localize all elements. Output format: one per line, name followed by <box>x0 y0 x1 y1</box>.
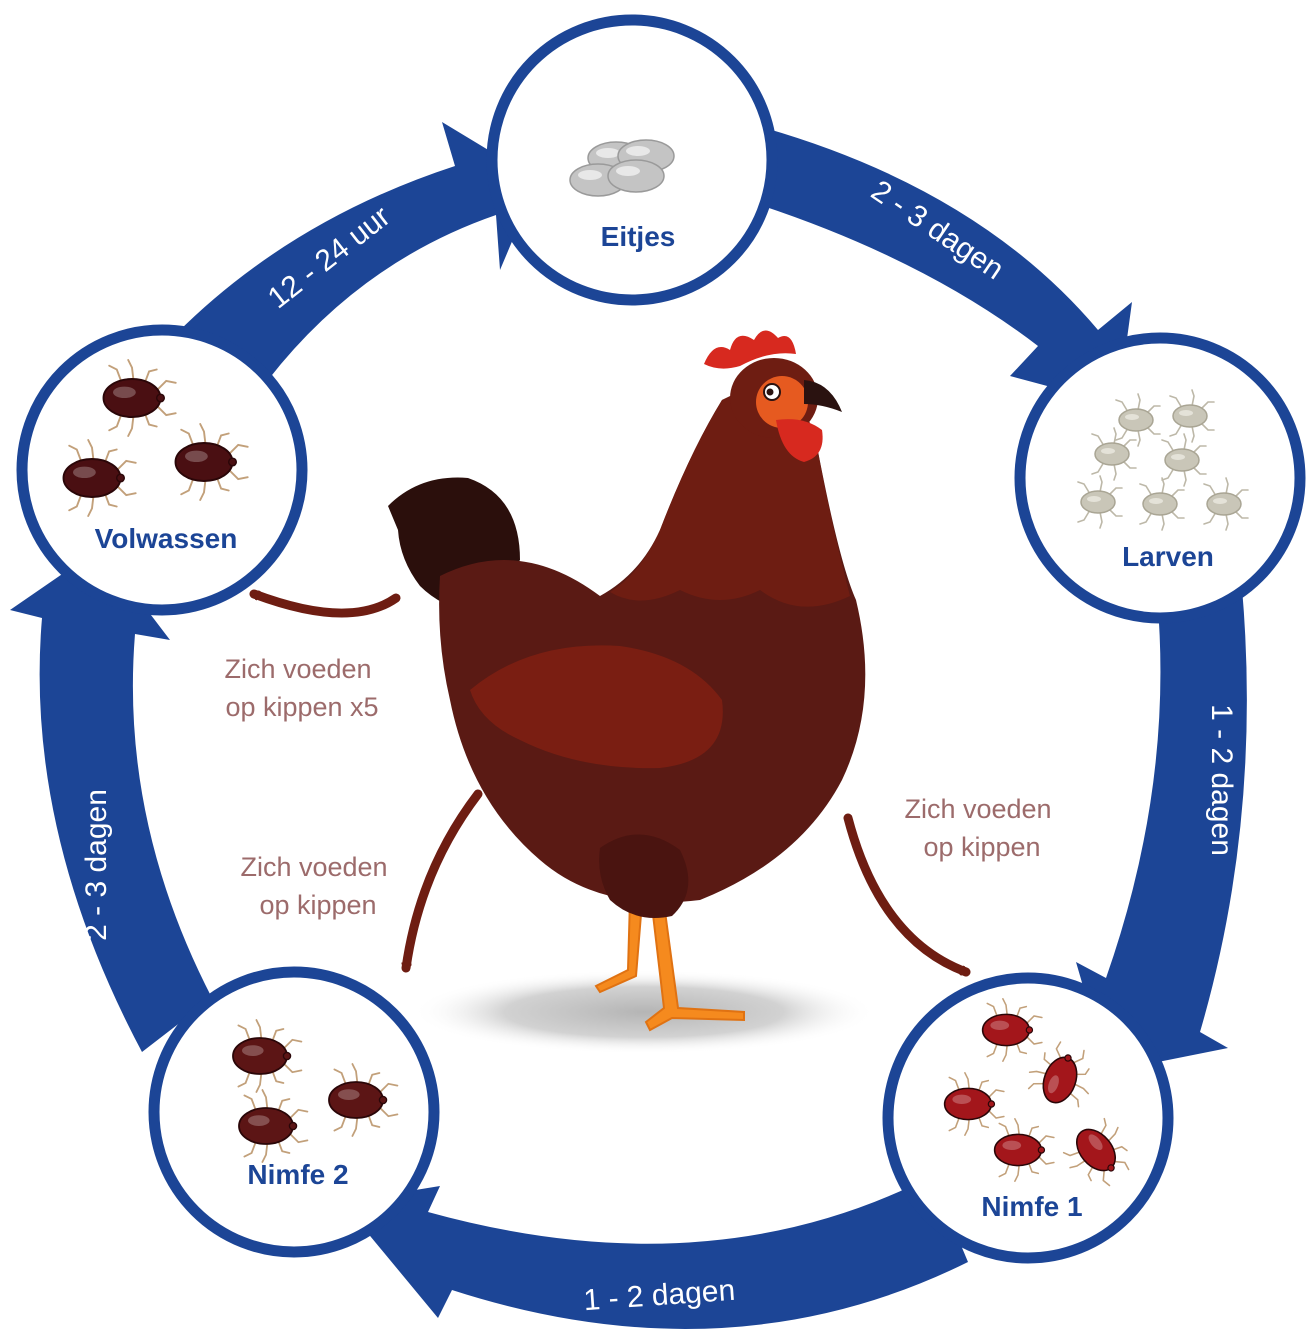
stage-eitjes: Eitjes <box>486 14 778 306</box>
stage-label-volwassen: Volwassen <box>95 523 238 554</box>
feed-label-nymph1-line1: Zich voeden <box>904 794 1051 824</box>
cycle-arrow-nimfe2-volwassen <box>10 548 212 1052</box>
feed-label-nymph2-line1: Zich voeden <box>240 852 387 882</box>
hen-shadow <box>412 970 876 1054</box>
feed-arrow-nymph1 <box>843 813 971 977</box>
duration-larven-nimfe1: 1 - 2 dagen <box>1205 704 1238 856</box>
duration-nimfe2-volwassen: 2 - 3 dagen <box>80 789 113 941</box>
feeding-labels: Zich voeden op kippen x5 Zich voeden op … <box>224 654 1051 920</box>
feed-label-nymph1-line2: op kippen <box>923 832 1040 862</box>
cycle-arrow-nimfe1-nimfe2 <box>342 1176 968 1329</box>
feed-label-adult-line1: Zich voeden <box>224 654 371 684</box>
cycle-arrow-eitjes-larven <box>760 128 1132 405</box>
feed-arrow-adult <box>249 589 401 618</box>
feed-label-adult-line2: op kippen x5 <box>225 692 378 722</box>
stage-label-larven: Larven <box>1122 541 1214 572</box>
feed-arrow-nymph2 <box>406 789 483 973</box>
hen-icon <box>388 330 866 1032</box>
stage-label-nimfe2: Nimfe 2 <box>247 1159 348 1190</box>
stage-nimfe2: Nimfe 2 <box>148 966 440 1258</box>
feed-label-nymph2-line2: op kippen <box>259 890 376 920</box>
stage-volwassen: Volwassen <box>16 324 308 616</box>
feeding-arrows <box>249 589 971 977</box>
cycle-arrow-larven-nimfe1 <box>1076 588 1247 1072</box>
stage-nimfe1: Nimfe 1 <box>882 972 1174 1264</box>
cycle-ring <box>10 122 1247 1329</box>
stage-label-eitjes: Eitjes <box>601 221 676 252</box>
stage-larven: Larven <box>1014 332 1306 624</box>
cycle-arrow-volwassen-eitjes <box>176 122 538 380</box>
stage-label-nimfe1: Nimfe 1 <box>981 1191 1082 1222</box>
